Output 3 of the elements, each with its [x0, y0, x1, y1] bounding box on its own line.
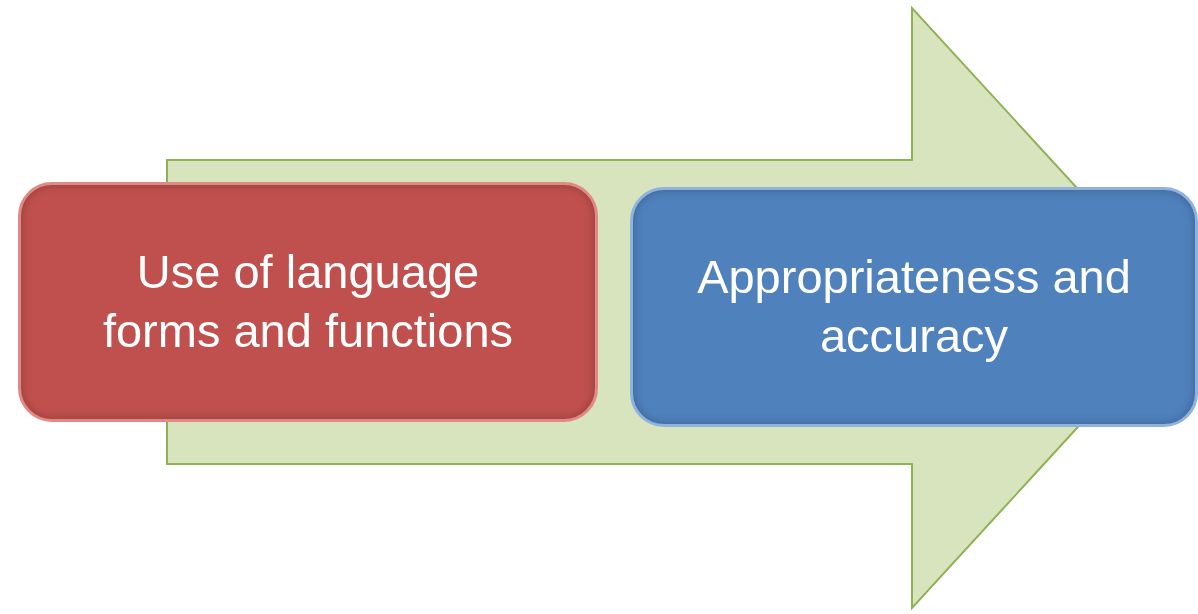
process-box: [18, 182, 598, 422]
box-label: Appropriateness and accuracy: [696, 249, 1132, 364]
box-label: Use of language forms and functions: [101, 244, 515, 359]
